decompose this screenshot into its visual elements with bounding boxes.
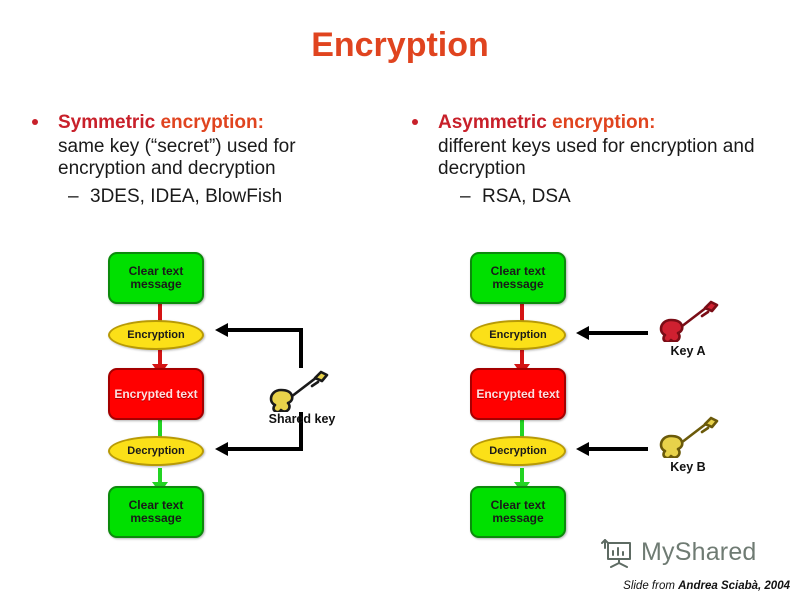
page-title: Encryption xyxy=(311,26,489,64)
key-a-icon: Key A xyxy=(655,296,725,358)
node-encryption: Encryption xyxy=(108,320,204,350)
credit-prefix: Slide from xyxy=(623,580,679,592)
node-label: Clear text message xyxy=(128,498,184,525)
bullet-dot-icon xyxy=(412,119,418,125)
key-arrowhead-icon xyxy=(576,442,589,456)
key-arrowhead-icon xyxy=(215,442,228,456)
node-encryption: Encryption xyxy=(470,320,566,350)
bullet-heading: Asymmetric encryption: xyxy=(438,112,789,134)
node-decryption: Decryption xyxy=(108,436,204,466)
bullet-body-text: same key (“secret”) used for encryption … xyxy=(58,136,296,179)
sub-bullet-dash-icon: – xyxy=(460,186,471,207)
sub-bullet-label: 3DES, IDEA, BlowFish xyxy=(90,186,283,207)
myshared-logo: MyShared xyxy=(600,536,757,568)
shared-key-label: Shared key xyxy=(268,412,336,426)
bullet-heading-rest: encryption: xyxy=(155,112,264,133)
sub-bullet-label: RSA, DSA xyxy=(482,186,571,207)
key-connector-segment xyxy=(588,447,648,451)
key-glyph-icon xyxy=(659,416,719,460)
node-cleartext-top: Clear text message xyxy=(108,252,204,304)
flow-connector-line xyxy=(158,420,162,442)
bullet-body-text: different keys used for encryption and d… xyxy=(438,136,755,179)
node-label: Encryption xyxy=(489,328,547,341)
flow-connector-line xyxy=(520,350,524,368)
node-label: Encrypted text xyxy=(476,386,560,401)
key-b-icon: Key B xyxy=(655,412,725,474)
slide-credit: Slide from Andrea Sciabà, 2004 xyxy=(408,580,790,592)
node-encrypted-text: Encrypted text xyxy=(108,368,204,420)
node-cleartext-bottom: Clear text message xyxy=(108,486,204,538)
key-connector-segment xyxy=(588,331,648,335)
flow-connector-line xyxy=(520,420,524,442)
sub-bullet-row: – 3DES, IDEA, BlowFish xyxy=(24,185,384,209)
bullet-heading-strong: Asymmetric xyxy=(438,112,547,133)
node-label: Encrypted text xyxy=(114,386,198,401)
node-decryption: Decryption xyxy=(470,436,566,466)
node-label: Decryption xyxy=(489,444,547,457)
sub-bullet-dash-icon: – xyxy=(68,186,79,207)
node-label: Clear text message xyxy=(490,264,546,291)
node-label: Clear text message xyxy=(490,498,546,525)
bullet-heading-row: Asymmetric encryption: xyxy=(404,112,789,134)
flow-connector-line xyxy=(158,468,162,486)
bullet-column-symmetric: Symmetric encryption: same key (“secret”… xyxy=(24,112,384,209)
flow-connector-line xyxy=(158,350,162,368)
key-connector-segment xyxy=(299,328,303,368)
flow-connector-line xyxy=(520,300,524,322)
key-connector-segment xyxy=(299,412,303,451)
key-glyph-icon xyxy=(269,370,329,414)
credit-author: Andrea Sciabà, 2004 xyxy=(678,580,790,592)
node-cleartext-bottom: Clear text message xyxy=(470,486,566,538)
shared-key-icon: Shared key xyxy=(265,366,335,426)
sub-bullet-row: – RSA, DSA xyxy=(404,185,789,209)
flow-connector-line xyxy=(520,468,524,486)
key-arrowhead-icon xyxy=(215,323,228,337)
bullet-dot-icon xyxy=(32,119,38,125)
bullet-heading-rest: encryption: xyxy=(546,112,656,133)
flow-connector-line xyxy=(158,300,162,322)
key-connector-segment xyxy=(228,447,303,451)
node-label: Decryption xyxy=(127,444,185,457)
node-label: Clear text message xyxy=(128,264,184,291)
bullet-heading: Symmetric encryption: xyxy=(58,112,384,134)
bullet-heading-row: Symmetric encryption: xyxy=(24,112,384,134)
node-cleartext-top: Clear text message xyxy=(470,252,566,304)
node-encrypted-text: Encrypted text xyxy=(470,368,566,420)
key-connector-segment xyxy=(228,328,303,332)
key-arrowhead-icon xyxy=(576,326,589,340)
bullet-column-asymmetric: Asymmetric encryption: different keys us… xyxy=(404,112,789,209)
bullet-heading-strong: Symmetric xyxy=(58,112,156,133)
key-glyph-icon xyxy=(659,300,719,344)
myshared-logo-text: MyShared xyxy=(641,537,757,566)
key-b-label: Key B xyxy=(670,460,706,474)
key-a-label: Key A xyxy=(670,344,706,358)
node-label: Encryption xyxy=(127,328,185,341)
flipchart-chart-icon xyxy=(601,539,631,568)
